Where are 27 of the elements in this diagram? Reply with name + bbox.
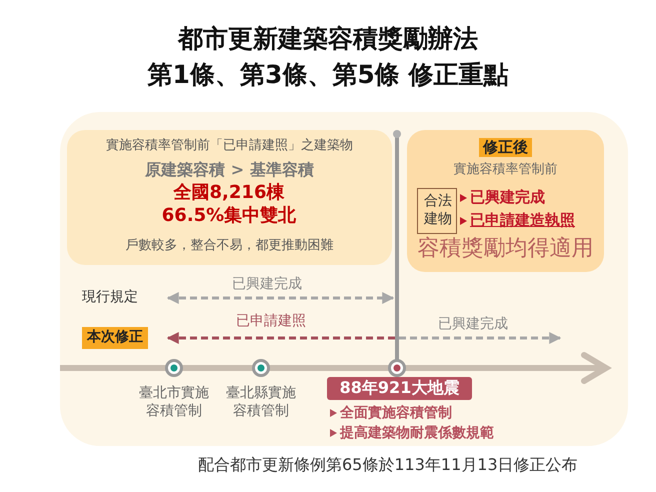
timeline-label: 已興建完成 [232, 275, 302, 293]
node-text: 容積獎勵均得適用 [416, 235, 594, 262]
event-banner [327, 377, 472, 400]
node-text: 88年921大地震 [338, 378, 460, 398]
list-item: 全面實施容積管制 [340, 405, 452, 421]
node-text: 本次修正 [86, 329, 144, 346]
milestone-label: 臺北縣實施容積管制 [225, 384, 297, 420]
list-item: 已興建完成 [470, 188, 545, 206]
milestone-label: 臺北市實施容積管制 [138, 384, 210, 420]
timeline-label: 已申請建照 [236, 312, 306, 330]
node-text: 實施容積率管制前 [452, 162, 558, 178]
list-item: 提高建築物耐震係數規範 [340, 425, 494, 441]
highlight-tag [82, 327, 148, 349]
info-panel [67, 130, 392, 265]
label-box [417, 188, 457, 234]
node-text: 實施容積率管制前「已申請建照」之建築物 [105, 138, 354, 154]
info-panel [407, 130, 604, 272]
subtitle: 第1條、第3條、第5條 修正重點 [146, 59, 510, 91]
box-label: 合法建物 [422, 193, 453, 228]
timeline-label: 現行規定 [82, 288, 138, 306]
title: 都市更新建築容積獎勵辦法 [176, 23, 479, 55]
node-text: 全國8,216棟 66.5%集中雙北 [160, 182, 298, 227]
caption: 配合都市更新條例第65條於113年11月13日修正公布 [198, 455, 578, 476]
timeline-label: 已興建完成 [438, 315, 508, 333]
node-text: 原建築容積 > 基準容積 [144, 160, 315, 180]
node-text: 修正後 [479, 138, 532, 157]
node-text: 戶數較多，整合不易，都更推動困難 [124, 238, 334, 254]
